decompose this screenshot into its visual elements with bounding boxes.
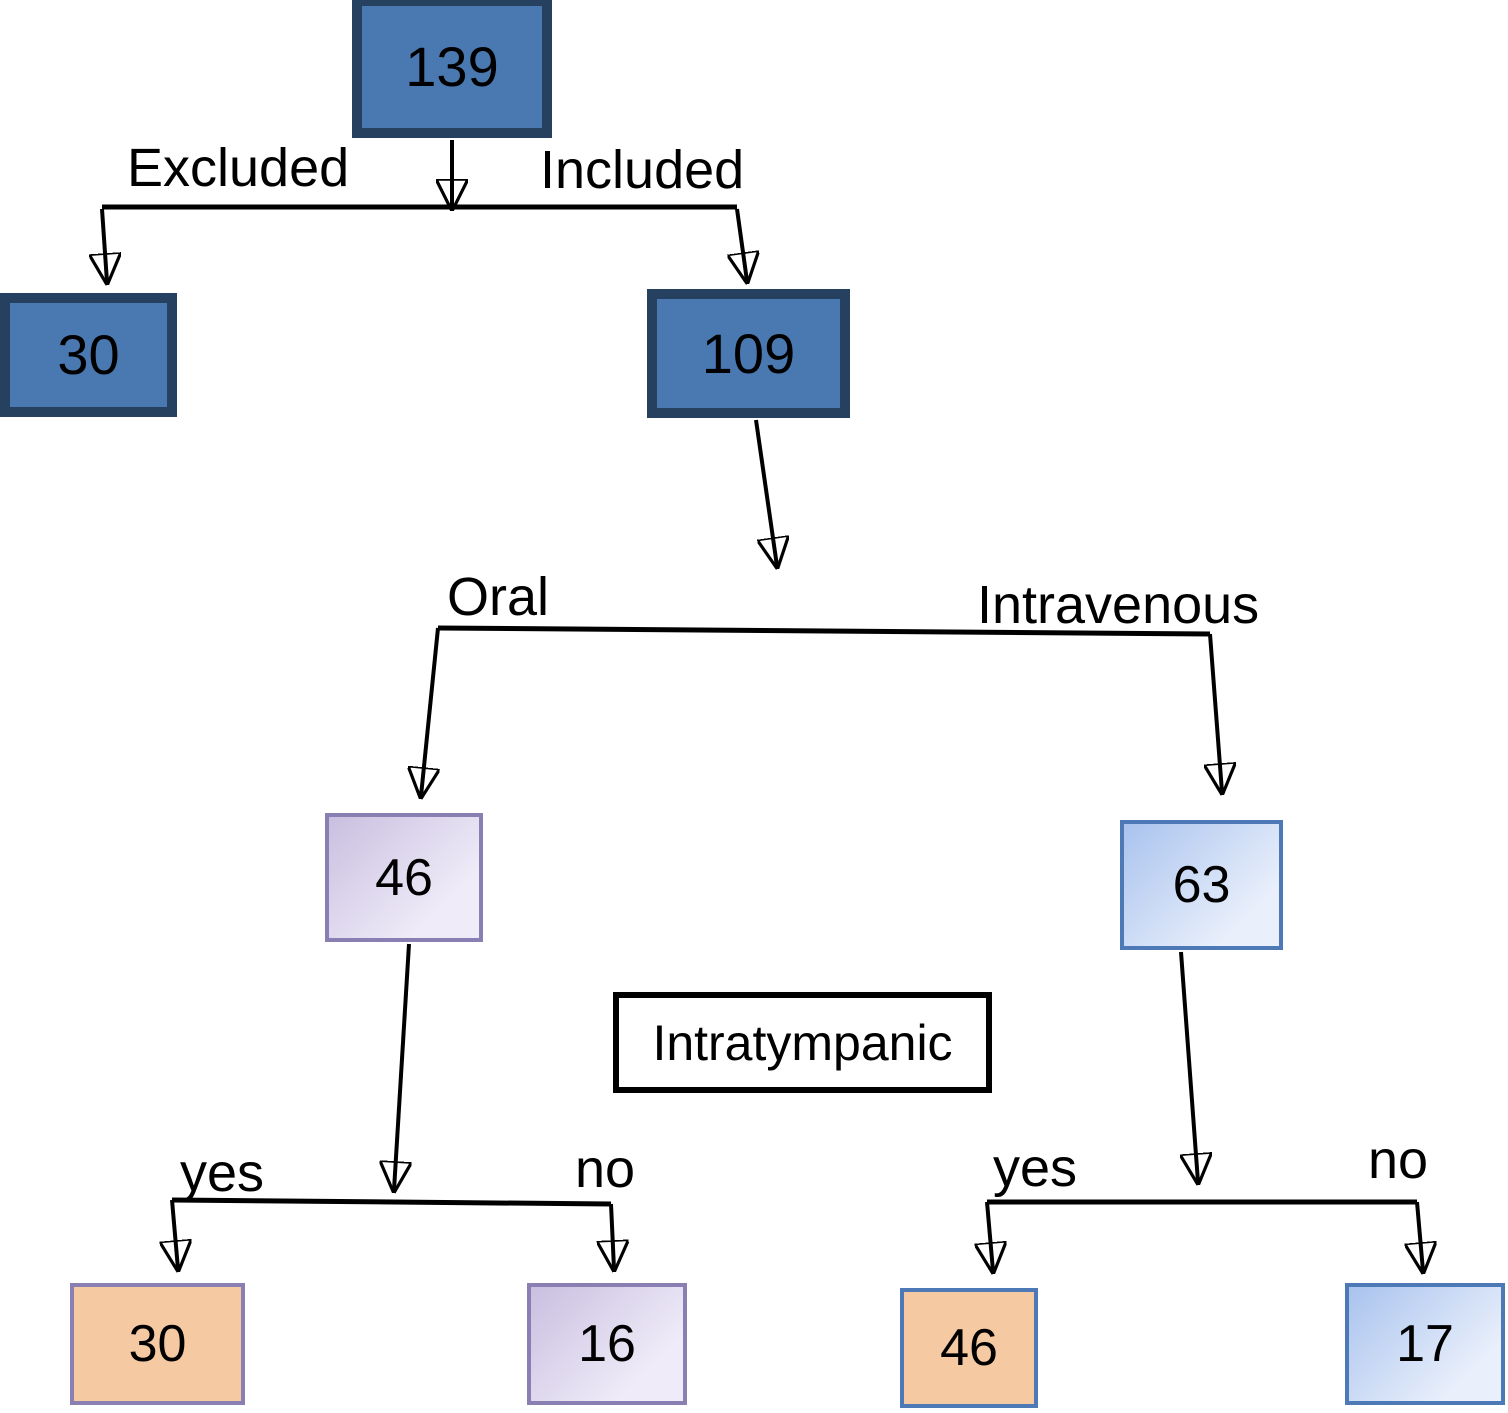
arrow-oral-down — [394, 943, 409, 1190]
label-oral: Oral — [447, 567, 550, 627]
node-oral-yes-value: 30 — [128, 1315, 187, 1373]
arrow-oral-yes — [172, 1199, 178, 1269]
arrow-oral — [421, 627, 440, 796]
node-iv-yes-value: 46 — [940, 1319, 998, 1377]
arrow-iv-down — [1179, 951, 1198, 1182]
node-intravenous-box: 63 — [1120, 820, 1283, 950]
node-included-value: 109 — [701, 321, 796, 385]
intratympanic-label-box: Intratympanic — [613, 992, 992, 1093]
label-iv-no: no — [1368, 1130, 1429, 1190]
node-oral-value: 46 — [375, 848, 433, 907]
node-intravenous-value: 63 — [1172, 856, 1231, 914]
node-oral-no-box: 16 — [527, 1283, 687, 1405]
intratympanic-label: Intratympanic — [652, 1014, 953, 1071]
arrow-iv-no — [1417, 1201, 1423, 1271]
arrow-excluded — [102, 208, 107, 282]
node-included-box: 109 — [647, 289, 850, 418]
arrow-intravenous — [1210, 633, 1222, 792]
arrow-included — [737, 208, 747, 281]
node-iv-no-box: 17 — [1345, 1283, 1505, 1405]
node-oral-box: 46 — [325, 813, 483, 942]
label-iv-yes: yes — [993, 1138, 1078, 1198]
node-total-box: 139 — [352, 0, 552, 138]
arrow-iv-yes — [987, 1201, 993, 1271]
label-included: Included — [540, 140, 745, 200]
label-intravenous: Intravenous — [977, 575, 1260, 635]
node-excluded-value: 30 — [57, 323, 120, 386]
arrow-oral-no — [611, 1203, 614, 1269]
node-oral-yes-box: 30 — [70, 1283, 245, 1405]
node-excluded-box: 30 — [0, 293, 177, 417]
arrow-included-down — [754, 419, 777, 566]
node-oral-no-value: 16 — [578, 1315, 636, 1373]
node-iv-yes-box: 46 — [900, 1288, 1038, 1408]
label-oral-yes: yes — [180, 1143, 265, 1203]
node-iv-no-value: 17 — [1396, 1315, 1454, 1373]
label-oral-no: no — [575, 1139, 636, 1199]
node-total-value: 139 — [405, 35, 499, 98]
label-excluded: Excluded — [127, 138, 350, 198]
